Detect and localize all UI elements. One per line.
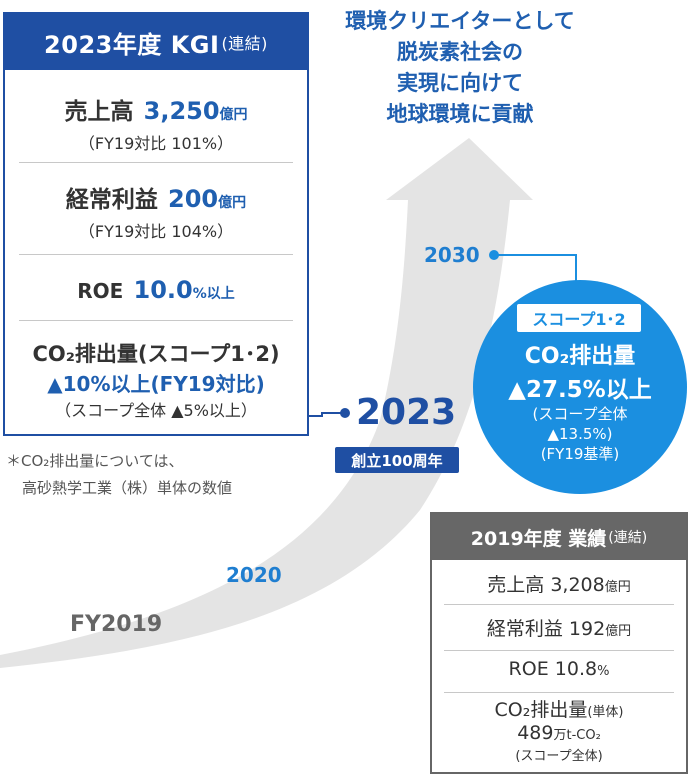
footnote-line2: 高砂熱学工業（株）単体の数値 <box>22 479 233 497</box>
results-sales: 売上高 3,208億円 <box>432 570 686 597</box>
results-profit: 経常利益 192億円 <box>432 614 686 641</box>
kgi-title: 2023年度 KGI <box>44 30 220 59</box>
kgi-profit-unit: 億円 <box>218 195 247 211</box>
headline-line3: 実現に向けて <box>397 71 523 95</box>
dot-2030 <box>489 250 499 260</box>
target-value: ▲27.5%以上 <box>508 377 652 403</box>
kgi-sales-sub: （FY19対比 101%） <box>78 134 234 153</box>
footnote-line1: ＊CO₂排出量については、 <box>6 452 184 470</box>
divider <box>444 692 674 693</box>
results-2019-panel: 2019年度 業績(連結) 売上高 3,208億円 経常利益 192億円 ROE… <box>430 512 688 774</box>
kgi-roe-label: ROE <box>77 279 124 303</box>
target-sub-line1: (スコープ全体 <box>532 405 628 423</box>
kgi-co2-sub: （スコープ全体 ▲5%以上） <box>55 401 257 420</box>
headline-line4: 地球環境に貢献 <box>386 102 534 126</box>
kgi-header: 2023年度 KGI(連結) <box>5 14 307 70</box>
year-2030-label: 2030 <box>424 243 480 267</box>
divider <box>444 604 674 605</box>
kgi-sales-unit: 億円 <box>219 107 248 123</box>
kgi-roe-unit: %以上 <box>192 286 235 302</box>
results-co2-sub: (スコープ全体) <box>515 749 603 764</box>
connector-2023-kgi <box>309 412 342 417</box>
kgi-2023-panel: 2023年度 KGI(連結) 売上高 3,250億円 （FY19対比 101%）… <box>3 12 309 436</box>
scope-badge: スコープ1･2 <box>517 304 641 332</box>
divider <box>19 320 293 321</box>
growth-arrow <box>0 138 533 668</box>
results-sales-value: 3,208 <box>550 574 605 596</box>
results-title-suffix: (連結) <box>608 530 648 546</box>
kgi-roe: ROE 10.0%以上 <box>19 276 293 304</box>
headline-line2: 脱炭素社会の <box>397 40 523 64</box>
results-title: 2019年度 業績 <box>470 527 607 550</box>
results-co2: CO₂排出量(単体) 489万t-CO₂ (スコープ全体) <box>432 700 686 767</box>
target-2030-circle: スコープ1･2 CO₂排出量 ▲27.5%以上 (スコープ全体 ▲13.5%) … <box>473 280 687 494</box>
headline: 環境クリエイターとして 脱炭素社会の 実現に向けて 地球環境に貢献 <box>340 6 580 130</box>
kgi-profit: 経常利益 200億円 （FY19対比 104%） <box>19 180 293 242</box>
footnote: ＊CO₂排出量については、 高砂熱学工業（株）単体の数値 <box>6 448 306 502</box>
results-header: 2019年度 業績(連結) <box>432 514 686 560</box>
results-co2-unit: 万t-CO₂ <box>553 728 601 743</box>
results-co2-label: CO₂排出量 <box>494 699 588 721</box>
kgi-sales-value: 3,250 <box>143 97 220 125</box>
centennial-badge: 創立100周年 <box>335 447 459 473</box>
year-2023-label: 2023 <box>356 392 457 433</box>
kgi-roe-value: 10.0 <box>133 276 193 304</box>
dot-2023 <box>340 408 350 418</box>
target-sub-line3: (FY19基準) <box>540 445 620 463</box>
target-sub: (スコープ全体 ▲13.5%) (FY19基準) <box>473 404 687 464</box>
results-roe-unit: % <box>597 664 610 679</box>
results-co2-value: 489 <box>517 722 554 744</box>
results-profit-label: 経常利益 <box>486 618 563 640</box>
results-sales-unit: 億円 <box>604 580 631 595</box>
kgi-sales: 売上高 3,250億円 （FY19対比 101%） <box>19 92 293 154</box>
kgi-title-suffix: (連結) <box>221 34 268 53</box>
kgi-profit-sub: （FY19対比 104%） <box>78 222 234 241</box>
year-2020-label: 2020 <box>226 563 282 587</box>
divider <box>19 162 293 163</box>
kgi-co2: CO₂排出量(スコープ1･2) ▲10%以上(FY19対比) （スコープ全体 ▲… <box>19 338 293 421</box>
results-sales-label: 売上高 <box>487 574 545 596</box>
results-roe: ROE 10.8% <box>432 658 686 680</box>
year-fy2019-label: FY2019 <box>70 612 163 637</box>
kgi-profit-label: 経常利益 <box>65 187 158 213</box>
connector-2030-target <box>497 254 577 283</box>
results-co2-scope: (単体) <box>587 705 624 720</box>
headline-line1: 環境クリエイターとして <box>345 9 575 33</box>
kgi-profit-value: 200 <box>168 185 219 213</box>
divider <box>444 650 674 651</box>
target-title: CO₂排出量 <box>524 344 636 369</box>
divider <box>19 254 293 255</box>
results-profit-value: 192 <box>568 618 606 640</box>
kgi-sales-label: 売上高 <box>64 99 134 125</box>
kgi-co2-value: ▲10%以上(FY19対比) <box>47 372 265 396</box>
results-roe-label: ROE <box>508 658 549 680</box>
results-roe-value: 10.8 <box>554 658 598 680</box>
target-sub-line2: ▲13.5%) <box>547 425 613 443</box>
results-profit-unit: 億円 <box>605 624 632 639</box>
kgi-co2-label: CO₂排出量(スコープ1･2) <box>32 342 280 366</box>
